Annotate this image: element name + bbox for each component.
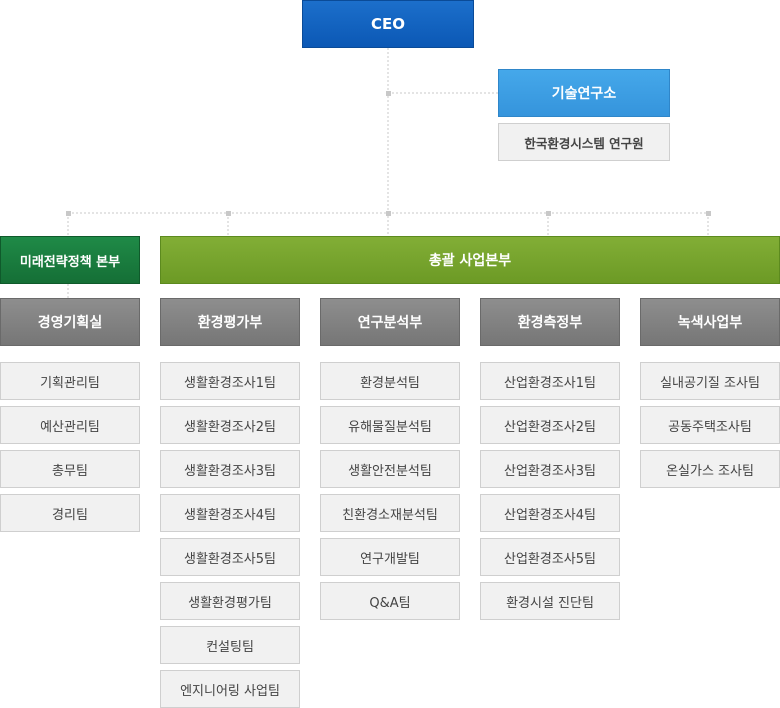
team-box: 컨설팅팀 <box>160 626 300 664</box>
team-box: 경리팀 <box>0 494 140 532</box>
dept-environmental-measurement: 환경측정부 <box>480 298 620 346</box>
team-box: 산업환경조사1팀 <box>480 362 620 400</box>
team-box: 산업환경조사2팀 <box>480 406 620 444</box>
team-box: 엔지니어링 사업팀 <box>160 670 300 708</box>
research-lab-box: 기술연구소 <box>498 69 670 117</box>
team-box: 생활환경조사4팀 <box>160 494 300 532</box>
team-box: 환경시설 진단팀 <box>480 582 620 620</box>
team-box: 환경분석팀 <box>320 362 460 400</box>
team-box: 생활환경조사1팀 <box>160 362 300 400</box>
institute-box: 한국환경시스템 연구원 <box>498 123 670 161</box>
team-box: 생활환경조사2팀 <box>160 406 300 444</box>
dept-green-business: 녹색사업부 <box>640 298 780 346</box>
team-box: 연구개발팀 <box>320 538 460 576</box>
team-box: 친환경소재분석팀 <box>320 494 460 532</box>
dept-research-analysis: 연구분석부 <box>320 298 460 346</box>
team-box: 생활안전분석팀 <box>320 450 460 488</box>
team-box: 총무팀 <box>0 450 140 488</box>
team-box: 산업환경조사5팀 <box>480 538 620 576</box>
future-strategy-division: 미래전략정책 본부 <box>0 236 140 284</box>
team-box: 공동주택조사팀 <box>640 406 780 444</box>
team-box: 생활환경평가팀 <box>160 582 300 620</box>
team-box: 생활환경조사3팀 <box>160 450 300 488</box>
dept-management-planning: 경영기획실 <box>0 298 140 346</box>
team-box: 기획관리팀 <box>0 362 140 400</box>
team-box: 산업환경조사4팀 <box>480 494 620 532</box>
dept-environmental-assessment: 환경평가부 <box>160 298 300 346</box>
team-box: 생활환경조사5팀 <box>160 538 300 576</box>
team-box: 온실가스 조사팀 <box>640 450 780 488</box>
main-business-division: 총괄 사업본부 <box>160 236 780 284</box>
ceo-box: CEO <box>302 0 474 48</box>
team-box: 예산관리팀 <box>0 406 140 444</box>
team-box: Q&A팀 <box>320 582 460 620</box>
team-box: 유해물질분석팀 <box>320 406 460 444</box>
team-box: 산업환경조사3팀 <box>480 450 620 488</box>
team-box: 실내공기질 조사팀 <box>640 362 780 400</box>
